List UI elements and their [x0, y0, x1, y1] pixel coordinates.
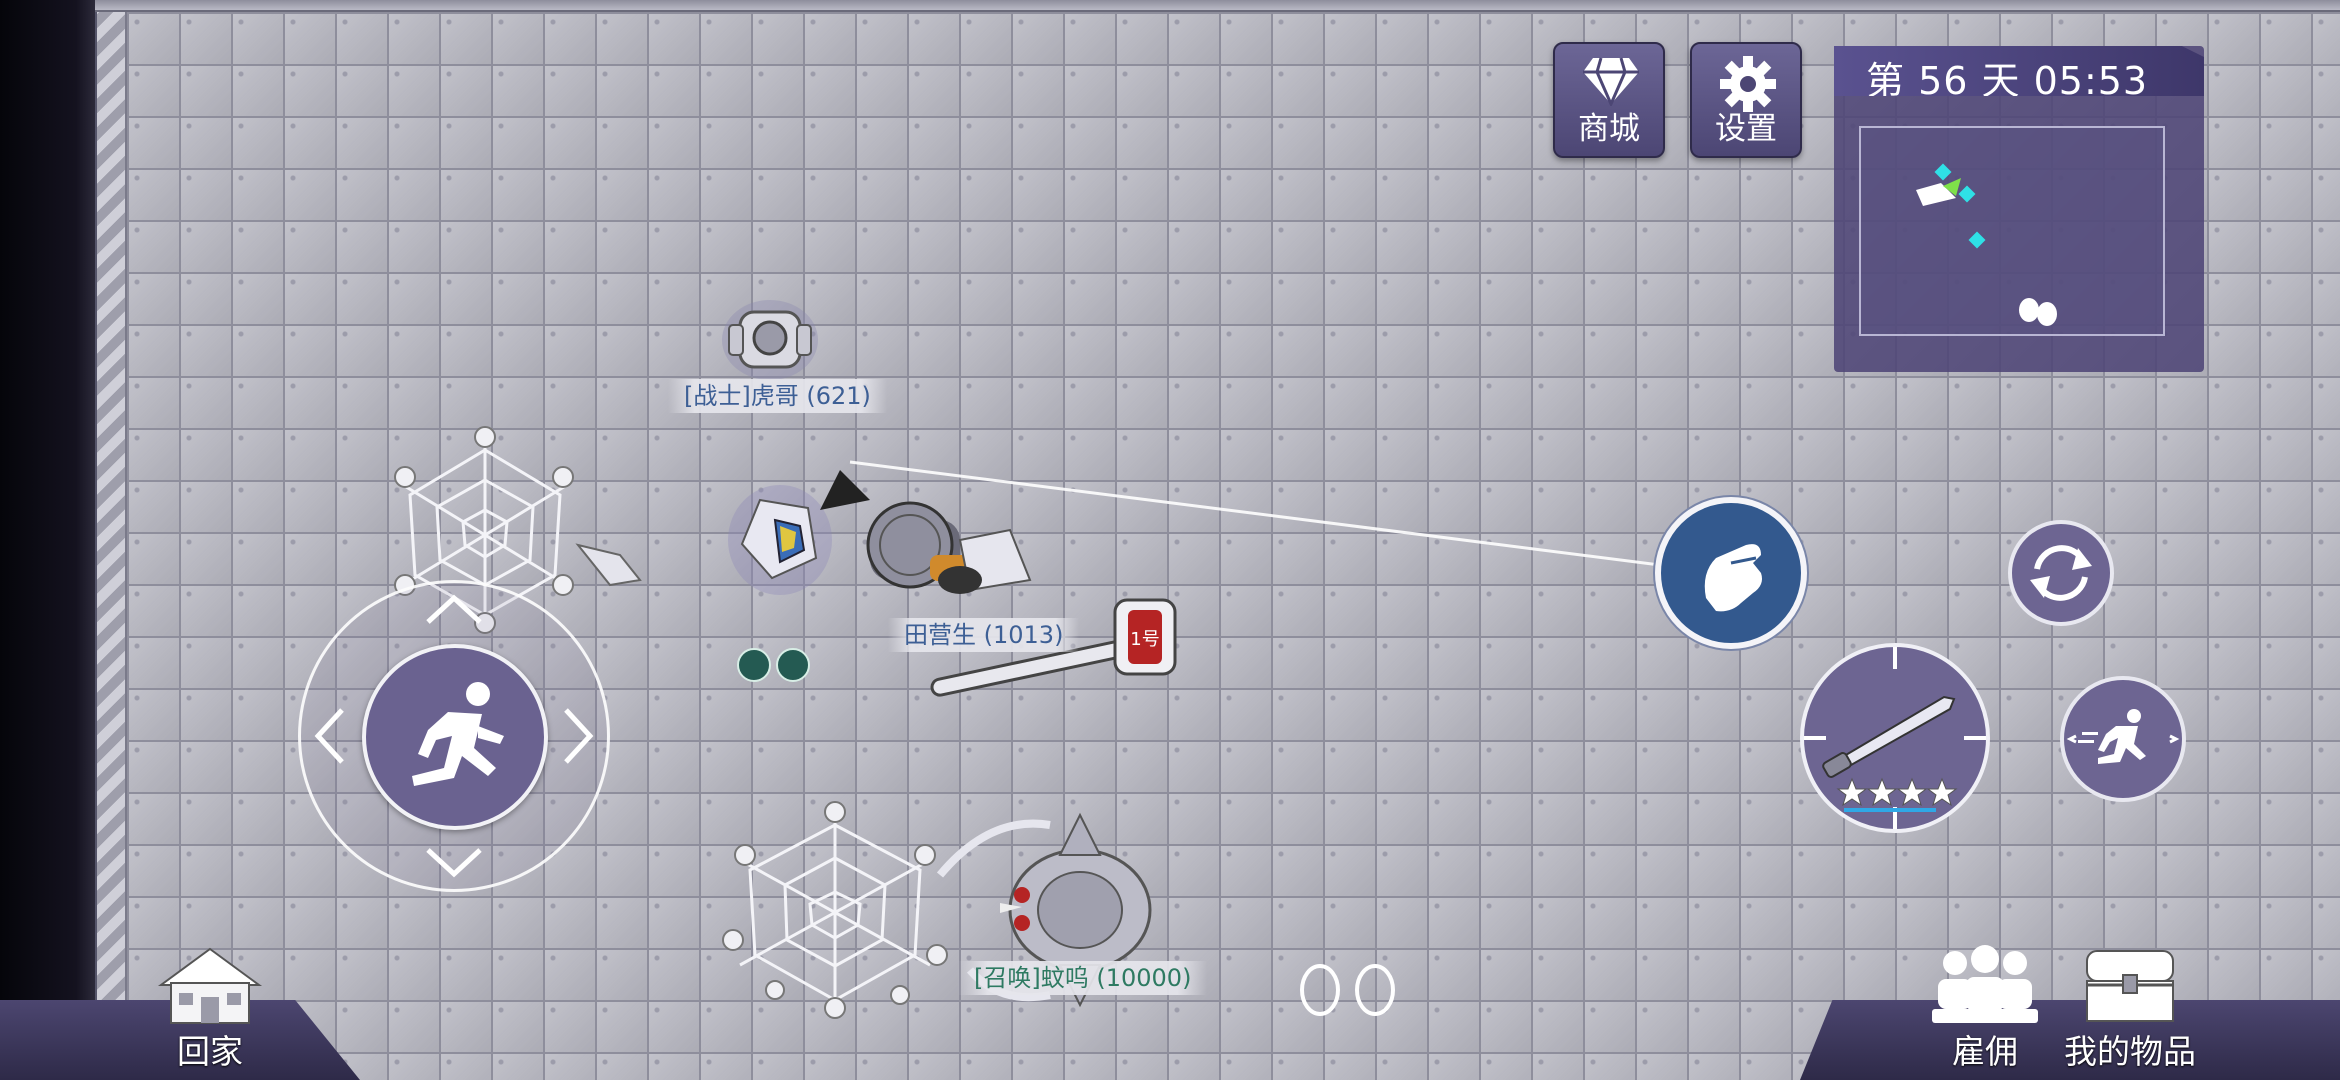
gear-icon [1720, 56, 1776, 112]
hammer-weapon: 1号 [930, 598, 1177, 697]
status-effect-icon [776, 648, 810, 682]
dash-icon [2066, 709, 2180, 764]
grab-button[interactable] [1655, 497, 1807, 649]
dagger-weapon-icon [1804, 647, 1986, 829]
running-man-icon [412, 682, 504, 786]
footprints-icon [1300, 964, 1395, 1016]
player-name-tag: 田营生 (1013) [888, 618, 1080, 652]
warrior-unit [722, 300, 818, 380]
house-icon [157, 947, 263, 1024]
joystick-arrows [314, 594, 594, 878]
warrior-name-tag: [战士]虎哥 (621) [668, 379, 887, 413]
hire-button[interactable]: 雇佣 [1925, 945, 2045, 1073]
settings-label: 设置 [1715, 111, 1777, 147]
shop-label: 商城 [1578, 111, 1640, 147]
spider-web-icon [722, 801, 948, 1019]
grab-hand-icon [1704, 544, 1762, 612]
summon-monster [936, 812, 1152, 1008]
diamond-icon [1583, 57, 1639, 106]
summon-name-tag: [召唤]蚊呜 (10000) [958, 961, 1208, 995]
dash-button[interactable] [2060, 676, 2186, 802]
left-wall [0, 0, 95, 1080]
status-effect-icon [737, 648, 771, 682]
swap-icon [2030, 545, 2092, 601]
minimap[interactable] [1859, 126, 2165, 336]
minimap-markers [1916, 163, 2057, 326]
dropped-item [575, 543, 642, 587]
bottom-bar-right [1800, 1000, 2340, 1080]
top-wall [95, 0, 2340, 12]
attack-weapon-button[interactable] [1800, 643, 1990, 833]
treasure-chest-icon [2086, 950, 2174, 1022]
info-panel: 第 56 天 05:53 [1834, 46, 2204, 372]
hire-label: 雇佣 [1952, 1032, 2018, 1071]
day-time-text: 第 56 天 05:53 [1866, 59, 2149, 103]
hammer-label: 1号 [1130, 629, 1159, 650]
settings-button[interactable]: 设置 [1690, 42, 1802, 158]
home-label: 回家 [177, 1032, 243, 1071]
shop-button[interactable]: 商城 [1553, 42, 1665, 158]
my-items-button[interactable]: 我的物品 [2055, 945, 2205, 1073]
my-items-label: 我的物品 [2064, 1032, 2196, 1071]
joystick-knob[interactable] [362, 644, 548, 830]
left-wall-rail [95, 0, 127, 1080]
day-time-bar: 第 56 天 05:53 [1834, 46, 2204, 96]
swap-weapon-button[interactable] [2008, 520, 2114, 626]
home-button[interactable]: 回家 [140, 945, 280, 1073]
hire-people-icon [1932, 945, 2038, 1023]
player-unit [728, 470, 1032, 595]
